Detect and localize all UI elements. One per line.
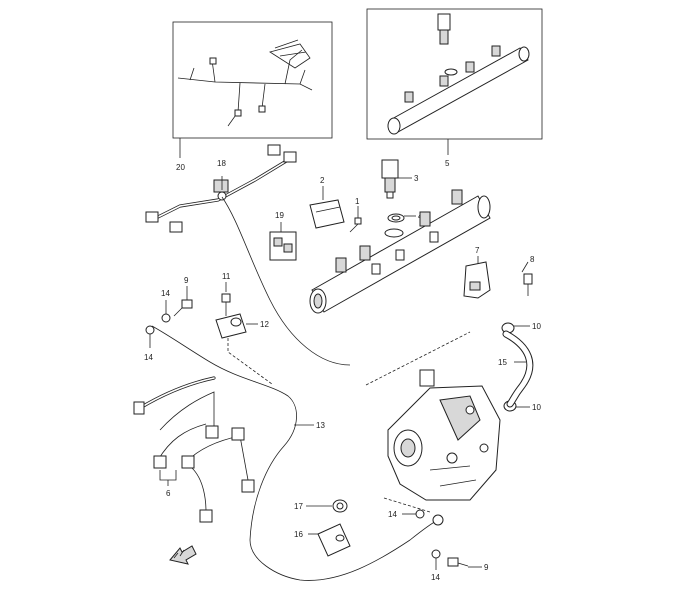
- part-fuel-pump: [387, 369, 501, 501]
- part-7-bracket: [463, 256, 491, 299]
- callout-20: 20: [176, 163, 185, 172]
- part-14-washer-c: [402, 509, 425, 519]
- callout-2: 2: [320, 176, 325, 185]
- callout-5: 5: [445, 159, 450, 168]
- callout-9b: 9: [484, 563, 489, 572]
- part-3-sensor: [381, 159, 412, 199]
- part-16-clamp: [308, 523, 351, 557]
- part-2: [309, 186, 345, 229]
- front-direction-arrow-icon: [169, 545, 197, 565]
- callout-3: 3: [414, 174, 419, 183]
- inset-fuel-rail: [366, 8, 543, 155]
- part-9-bolt-lower: [447, 557, 482, 568]
- callout-11: 11: [222, 272, 231, 281]
- callout-14a: 14: [161, 289, 170, 298]
- callout-10b: 10: [532, 403, 541, 412]
- part-8-bolt: [521, 261, 533, 296]
- callout-13: 13: [316, 421, 325, 430]
- part-14-washer-b: [145, 325, 155, 348]
- callout-17: 17: [294, 502, 303, 511]
- part-4-seal: [387, 213, 416, 223]
- callout-8: 8: [530, 255, 535, 264]
- part-1-bolt: [349, 206, 362, 233]
- part-fuel-rail: [309, 189, 491, 314]
- callout-14c: 14: [388, 510, 397, 519]
- part-14-washer-a: [161, 300, 171, 323]
- part-11-bolt: [221, 282, 231, 316]
- callout-6: 6: [166, 489, 171, 498]
- part-15-hose: [502, 330, 534, 408]
- part-13-pipe: [151, 325, 444, 581]
- part-6-injector-harness: [133, 376, 255, 523]
- part-9-bolt-upper: [173, 286, 193, 317]
- callout-19: 19: [275, 211, 284, 220]
- callout-18: 18: [217, 159, 226, 168]
- part-10-clip-upper: [501, 322, 530, 334]
- callout-14b: 14: [144, 353, 153, 362]
- callout-1: 1: [355, 197, 360, 206]
- callout-7: 7: [475, 246, 480, 255]
- callout-10a: 10: [532, 322, 541, 331]
- part-19: [269, 222, 297, 261]
- callout-9a: 9: [184, 276, 189, 285]
- part-18-harness: [145, 144, 351, 366]
- part-12-clamp: [215, 313, 273, 385]
- inset-harness: [172, 21, 333, 158]
- callout-15: 15: [498, 358, 507, 367]
- callout-16: 16: [294, 530, 303, 539]
- callout-12: 12: [260, 320, 269, 329]
- callout-14d: 14: [431, 573, 440, 582]
- part-17-washer: [306, 499, 348, 513]
- part-14-washer-d: [431, 549, 441, 570]
